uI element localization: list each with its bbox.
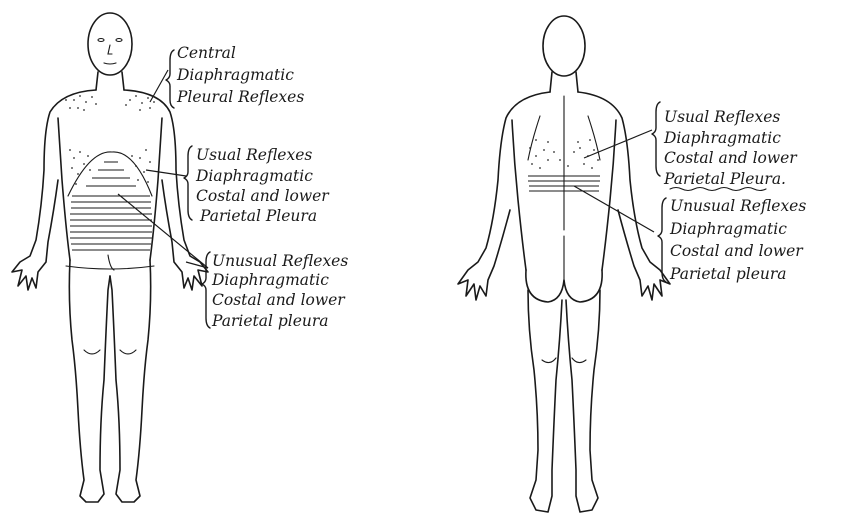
back-right-leg [566, 290, 600, 512]
front-unusual-label: Unusual Reflexes Diaphragmatic Costal an… [211, 252, 353, 330]
front-right-leg [110, 260, 151, 502]
front-left-leg [69, 260, 110, 502]
back-usual-brace [652, 102, 660, 176]
back-left-leg [528, 290, 562, 512]
back-usual-label: Usual Reflexes Diaphragmatic Costal and … [663, 108, 802, 188]
front-central-zone [65, 95, 155, 111]
front-central-leader [150, 70, 168, 102]
front-left-arm [12, 90, 96, 290]
front-central-brace [166, 50, 174, 108]
front-head [88, 13, 132, 75]
back-unusual-leader [574, 186, 654, 232]
front-central-label: Central Diaphragmatic Pleural Reflexes [176, 44, 304, 106]
front-unusual-zone [70, 162, 152, 250]
back-left-arm [458, 92, 550, 300]
front-usual-zone [69, 149, 151, 185]
back-figure [458, 16, 670, 512]
front-usual-leader [146, 170, 186, 176]
front-usual-label: Usual Reflexes Diaphragmatic Costal and … [195, 146, 334, 225]
back-head [543, 16, 585, 76]
front-usual-brace [184, 146, 192, 220]
front-unusual-leader [118, 194, 208, 268]
back-unusual-label: Unusual Reflexes Diaphragmatic Costal an… [669, 197, 811, 283]
front-figure [12, 13, 208, 502]
